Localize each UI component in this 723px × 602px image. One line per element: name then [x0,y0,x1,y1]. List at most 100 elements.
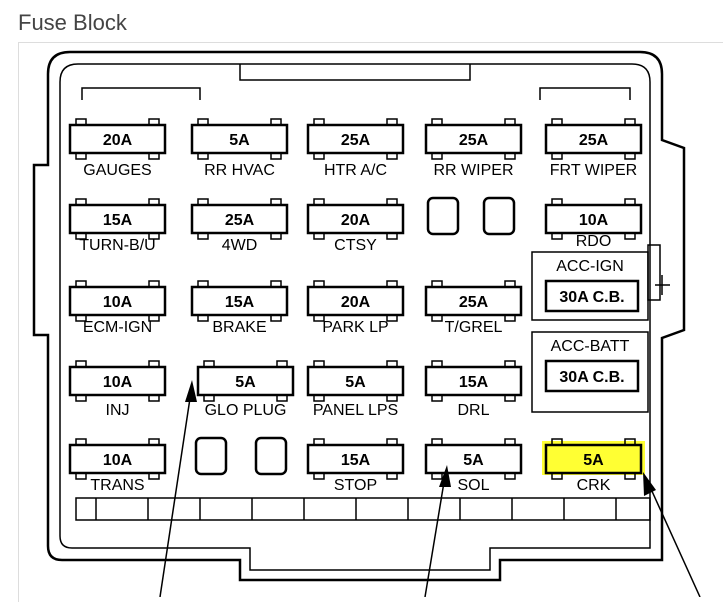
fuse-rating: 20A [341,294,371,311]
fuse-body [424,365,523,397]
fuse-label: CTSY [334,237,377,254]
fuse-body [68,123,167,155]
empty-fuse-slot [194,436,228,476]
arrow-head-crk [643,472,656,496]
fuse: 25A RR WIPER [424,118,523,179]
housing-inner-outline [59,63,651,571]
fuse-label: TURN-B/U [79,237,155,254]
fuse-rating: 10A [579,212,609,229]
bottom-strip [75,497,651,521]
arrow-head-sol [439,465,451,487]
fuse: 15A TURN-B/U [68,198,167,254]
bottom-strip-ticks [95,498,617,520]
fuse-body [68,443,167,475]
fuse-highlight [542,441,645,475]
fuse: 25A HTR A/C [306,118,405,179]
fuse-body [306,203,405,235]
breaker-body [544,359,640,393]
fuse-label: SOL [457,477,489,494]
top-tab-right [539,87,631,100]
fuse-body [68,285,167,317]
fuse: 20A GAUGES [68,118,167,179]
fuse-body [544,123,643,155]
fuse-label: CRK [577,477,611,494]
fuse: 25A T/GREL [424,280,523,336]
fuse-rating: 10A [103,294,133,311]
breaker-panel-2 [531,331,649,413]
fuse-body [190,285,289,317]
breaker-label: ACC-IGN [556,258,624,275]
fuse-rating: 5A [345,374,366,391]
fuse-label: GAUGES [83,162,151,179]
fuse-rating: 5A [583,452,604,469]
fuse-rating: 25A [459,132,489,149]
fuse-rating: 10A [103,452,133,469]
fuse: 10A ECM-IGN [68,280,167,336]
fuse-body [306,123,405,155]
fuse-label: INJ [106,402,130,419]
fuse-body [424,285,523,317]
fuse-rating: 20A [103,132,133,149]
fuse-body [196,365,295,397]
fuse-rating: 10A [103,374,133,391]
fuse-label: GLO PLUG [205,402,287,419]
fuse: 15A DRL [424,360,523,419]
empty-fuse-slot [254,436,288,476]
fuse-label: HTR A/C [324,162,387,179]
fuse-rating: 15A [459,374,489,391]
fuse-body [424,123,523,155]
breaker-rating: 30A C.B. [559,369,624,386]
arrow-line-glo-plug [159,384,193,597]
arrow-head-glo-plug [185,380,197,402]
fuse-label: BRAKE [212,319,266,336]
fuse-body [68,203,167,235]
breaker-rating: 30A C.B. [559,289,624,306]
fuse-body [306,365,405,397]
fuse-rating: 5A [463,452,484,469]
fuse-label: PANEL LPS [313,402,398,419]
fuse-body [68,365,167,397]
fuse-rating: 25A [225,212,255,229]
fuse-rating: 25A [459,294,489,311]
arrow-line-sol [424,469,447,597]
image-frame [18,42,723,602]
fuse-label: ECM-IGN [83,319,152,336]
pointer-arrows [159,380,701,597]
fuse-label: DRL [457,402,489,419]
fuse-label: PARK LP [322,319,388,336]
page-title: Fuse Block [18,10,127,35]
fuse-rating: 5A [229,132,250,149]
fuse-body [544,203,643,235]
arrow-line-crk [645,477,701,597]
fuse: 5A PANEL LPS [306,360,405,419]
fuse-label: T/GREL [445,319,503,336]
breaker-label: ACC-BATT [551,338,630,355]
fuse: 5A SOL [424,438,523,494]
fuse-label: TRANS [90,477,144,494]
fuse: 15A BRAKE [190,280,289,336]
fuse-label: STOP [334,477,377,494]
housing-outline [32,50,686,582]
fuse-body [306,443,405,475]
fuse: 5A CRK [542,438,645,494]
empty-slot-layer [194,196,516,476]
fuse-body [190,123,289,155]
fuse-rating: 15A [225,294,255,311]
fuse-body [544,443,643,475]
fuse-rating: 15A [103,212,133,229]
breaker-body [544,279,640,313]
fuse: 20A PARK LP [306,280,405,336]
top-tab-left [81,87,201,100]
fuse-label: 4WD [222,237,258,254]
fuse: 10A INJ [68,360,167,419]
fuse-label: RR WIPER [434,162,514,179]
fuse-body [190,203,289,235]
fuse-rating: 5A [235,374,256,391]
fuse-label: FRT WIPER [550,162,637,179]
fuse-rating: 25A [341,132,371,149]
